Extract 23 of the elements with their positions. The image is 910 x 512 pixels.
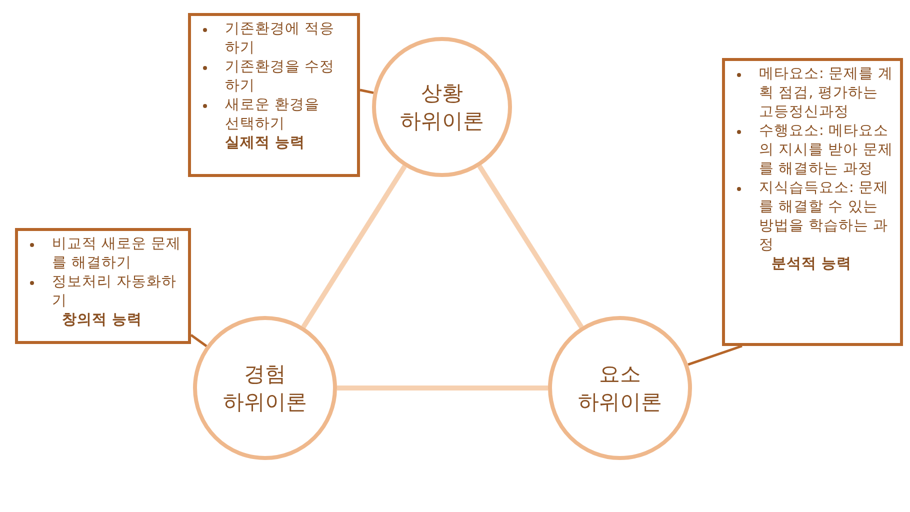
ability-box [15,228,191,344]
connector-line [477,164,584,329]
bullet-item: 정보처리 자동화하기 [22,273,182,311]
circle-label: 상황 하위이론 [399,80,485,135]
circle-label: 경험 하위이론 [222,361,308,416]
bullet-item: 수행요소: 메타요소의 지시를 받아 문제를 해결하는 과정 [729,122,894,179]
bullet-item: 기존환경에 적응하기 [195,20,335,58]
bullet-item: 기존환경을 수정하기 [195,58,335,96]
bullet-item: 지식습득요소: 문제를 해결할 수 있는 방법을 학습하는 과정 [729,179,894,255]
leader-line [688,344,742,366]
leader-line [190,334,208,348]
ability-box [188,13,360,177]
ability-heading: 실제적 능력 [224,134,306,153]
bullet-item: 메타요소: 문제를 계획 점검, 평가하는 고등정신과정 [729,65,894,122]
connector-line [301,164,407,328]
connector-line [337,386,548,390]
ability-heading: 창의적 능력 [60,311,144,330]
leader-line [360,88,374,94]
circle-label: 요소 하위이론 [577,361,663,416]
bullet-item: 새로운 환경을 선택하기 [195,96,335,134]
ability-heading: 분석적 능력 [770,255,853,274]
ability-box [722,58,903,346]
bullet-item: 비교적 새로운 문제를 해결하기 [22,235,182,273]
